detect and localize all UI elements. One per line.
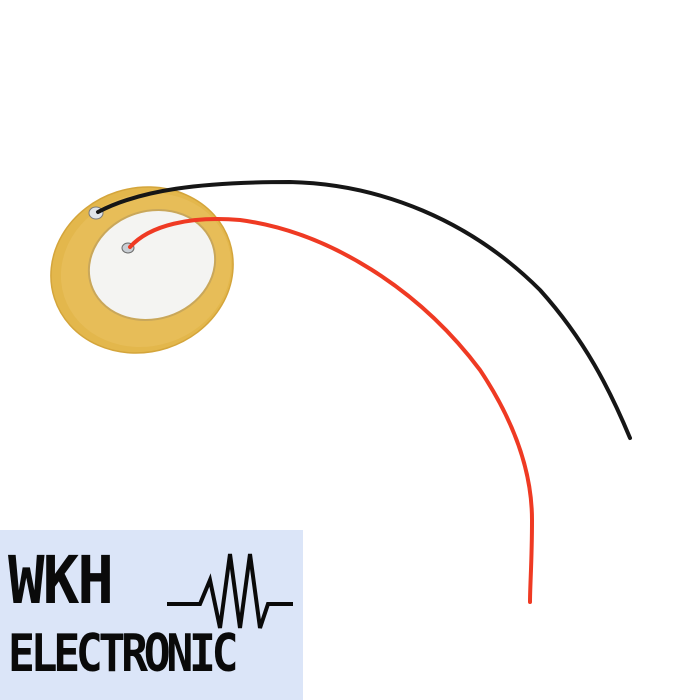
black-wire: [96, 179, 632, 440]
logo-text-electronic: ELECTRONIC: [8, 624, 239, 684]
logo-text-wkh: WKH: [8, 542, 114, 619]
piezo-disc: [50, 186, 234, 354]
logo-watermark: WKH ELECTRONIC: [0, 530, 303, 700]
red-wire: [128, 217, 535, 604]
resistor-icon: [167, 553, 293, 629]
